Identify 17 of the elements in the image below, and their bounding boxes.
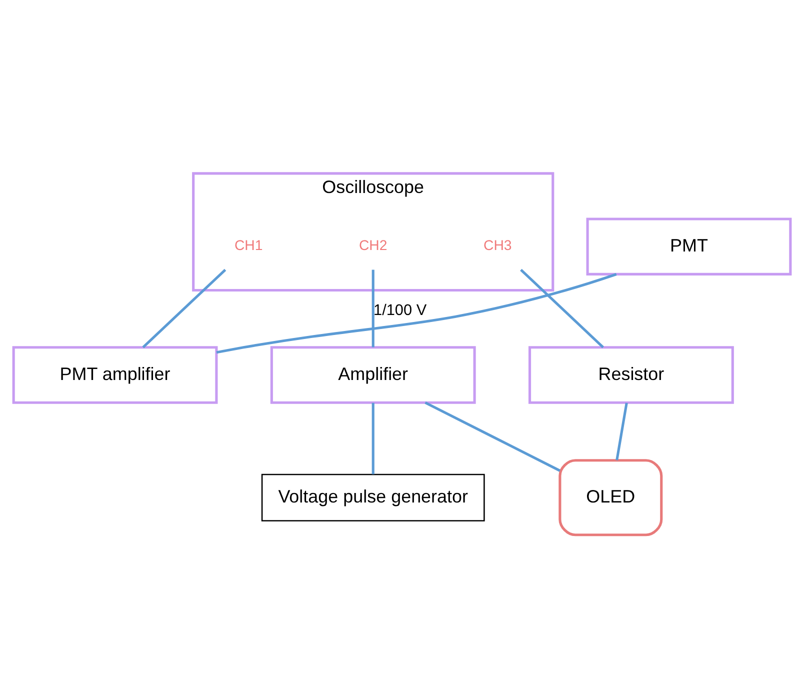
- node-box: PMT: [586, 218, 792, 276]
- connector: [424, 401, 560, 472]
- node-text: CH3: [484, 237, 512, 254]
- connector: [372, 270, 374, 348]
- connector: [520, 268, 604, 348]
- node-box: Amplifier: [270, 346, 476, 404]
- node-box: PMT amplifier: [12, 346, 218, 404]
- node-box: Resistor: [528, 346, 734, 404]
- connector: [372, 402, 374, 474]
- connector: [216, 273, 617, 354]
- node-box: OLED: [558, 459, 663, 536]
- connector: [142, 268, 226, 348]
- connector: [616, 402, 628, 460]
- edge-label: 1/100 V: [374, 302, 427, 319]
- node-box: Voltage pulse generator: [261, 474, 485, 522]
- node-text: CH2: [358, 237, 388, 254]
- node-text: CH1: [234, 237, 263, 254]
